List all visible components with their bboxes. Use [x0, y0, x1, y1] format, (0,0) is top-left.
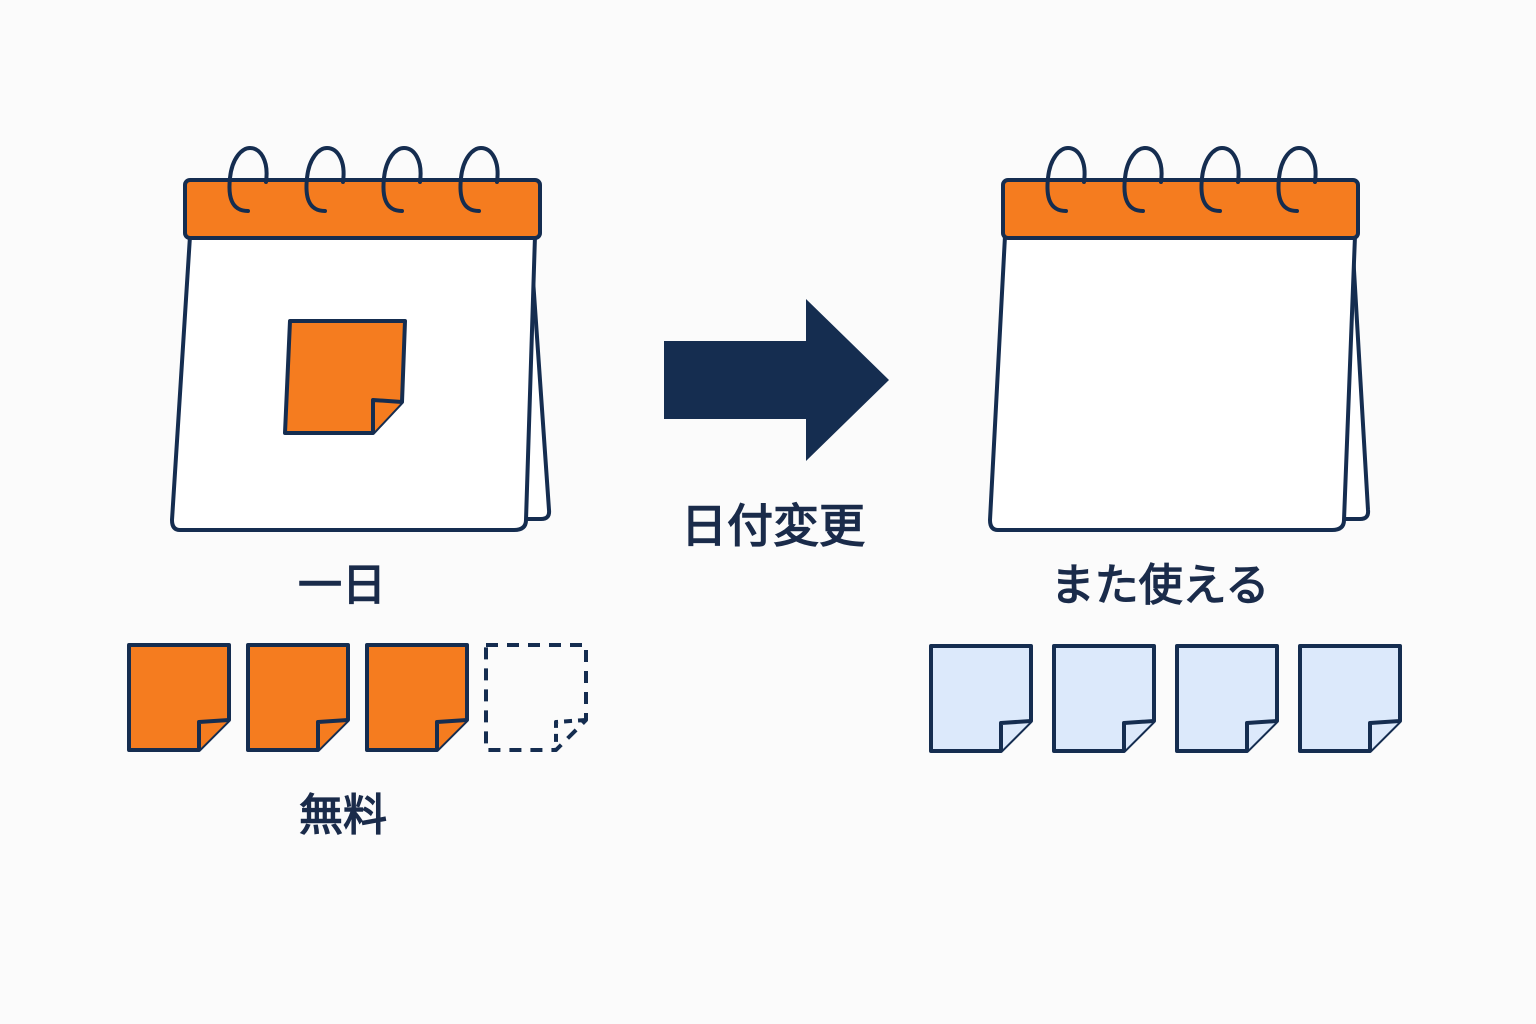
- ring-icon: [458, 145, 500, 213]
- calendar-sticky-note-icon: [283, 319, 407, 435]
- sticky-note-icon: [484, 643, 588, 752]
- sticky-note-icon: [1175, 644, 1279, 753]
- right-arrow-icon: [664, 299, 889, 461]
- right-calendar-rings: [1045, 145, 1318, 213]
- ring-icon: [304, 145, 346, 213]
- ring-icon: [381, 145, 423, 213]
- right-notes-row: [929, 644, 1402, 753]
- ring-icon: [1122, 145, 1164, 213]
- right-calendar-page: [988, 234, 1357, 532]
- left-calendar: [170, 145, 552, 532]
- sticky-note-icon: [365, 643, 469, 752]
- ring-icon: [1199, 145, 1241, 213]
- left-calendar-header: [183, 178, 542, 240]
- sticky-note-icon: [127, 643, 231, 752]
- left-calendar-rings: [227, 145, 500, 213]
- free-label: 無料: [299, 790, 387, 841]
- sticky-note-icon: [929, 644, 1033, 753]
- reusable-label: また使える: [1051, 560, 1270, 611]
- day-label: 一日: [298, 560, 386, 611]
- sticky-note-icon: [1052, 644, 1156, 753]
- ring-icon: [227, 145, 269, 213]
- right-calendar: [988, 145, 1371, 532]
- ring-icon: [1276, 145, 1318, 213]
- right-calendar-header: [1001, 178, 1360, 240]
- ring-icon: [1045, 145, 1087, 213]
- date-change-label: 日付変更: [681, 499, 866, 553]
- sticky-note-icon: [1298, 644, 1402, 753]
- left-notes-row: [127, 643, 588, 752]
- sticky-note-icon: [246, 643, 350, 752]
